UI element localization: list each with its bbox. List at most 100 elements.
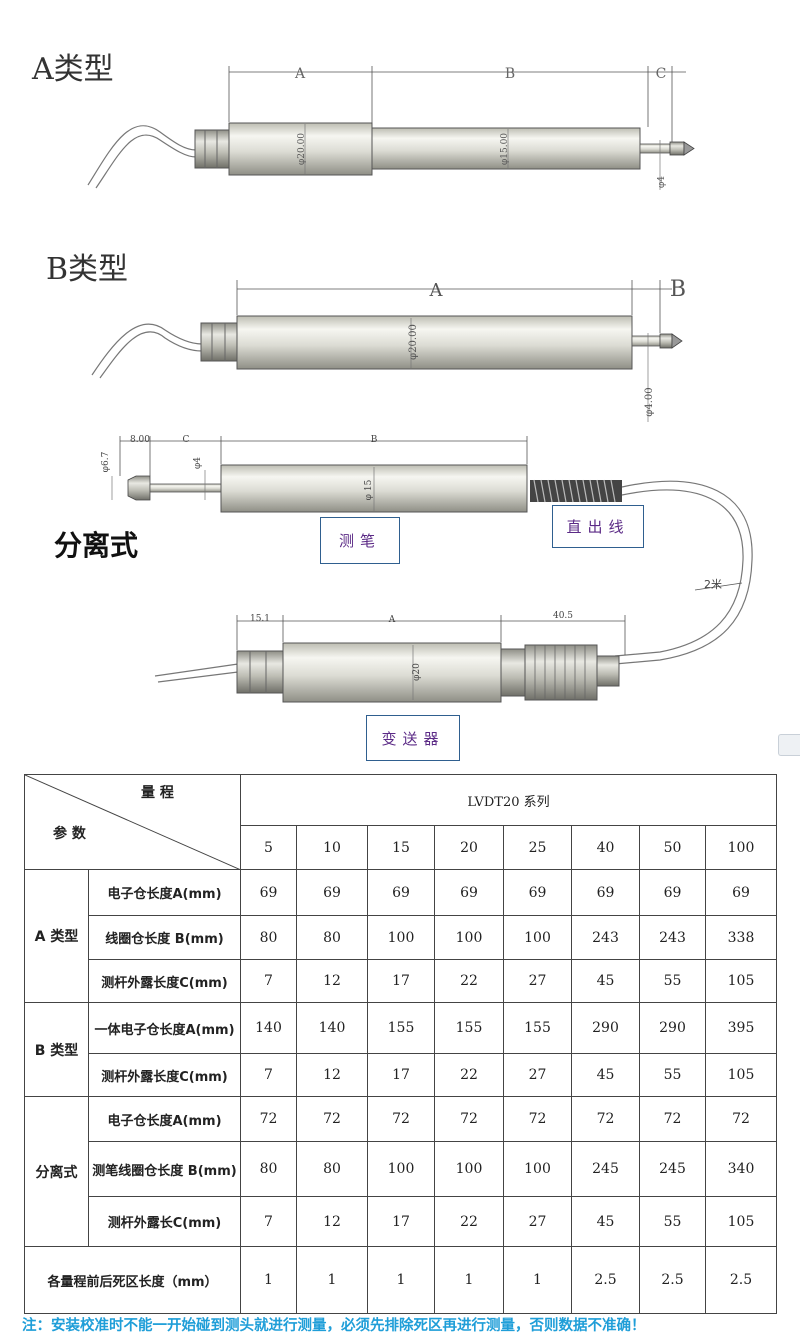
value-cell: 245 xyxy=(571,1141,640,1197)
param-label: 电子仓长度A(mm) xyxy=(88,1096,241,1142)
group-split: 分离式 xyxy=(24,1096,89,1247)
dim-t-151-label: 15.1 xyxy=(250,614,270,624)
value-cell: 340 xyxy=(705,1141,777,1197)
value-cell: 140 xyxy=(296,1002,368,1054)
value-cell: 1 xyxy=(296,1246,368,1314)
value-cell: 1 xyxy=(367,1246,435,1314)
header-range-label: 量 程 xyxy=(141,785,174,801)
spring-coil xyxy=(530,479,622,503)
value-cell: 12 xyxy=(296,959,368,1003)
range-cell: 25 xyxy=(503,825,572,870)
param-label: 测杆外露长C(mm) xyxy=(88,1196,241,1247)
value-cell: 22 xyxy=(434,1053,504,1097)
value-cell: 395 xyxy=(705,1002,777,1054)
diagonal-line xyxy=(25,775,241,870)
header-diagonal-cell: 量 程 参 数 xyxy=(24,774,241,870)
range-cell: 10 xyxy=(296,825,368,870)
value-cell: 45 xyxy=(571,959,640,1003)
param-label: 测杆外露长度C(mm) xyxy=(88,959,241,1003)
dim-p-d4-label: φ4 xyxy=(193,457,203,469)
table-row: 测笔线圈仓长度 B(mm) 80 80 100 100 100 245 245 … xyxy=(25,1141,777,1197)
dim-p-C-label: C xyxy=(183,435,190,445)
value-cell: 100 xyxy=(367,915,435,960)
dim-a-d15-label: φ15.00 xyxy=(500,133,510,165)
value-cell: 80 xyxy=(240,915,297,960)
value-cell: 290 xyxy=(639,1002,706,1054)
dim-t-d20-label: φ20 xyxy=(412,663,422,681)
value-cell: 105 xyxy=(705,959,777,1003)
value-cell: 1 xyxy=(240,1246,297,1314)
value-cell: 69 xyxy=(434,869,504,916)
value-cell: 45 xyxy=(571,1053,640,1097)
value-cell: 243 xyxy=(571,915,640,960)
spec-table: 量 程 参 数 LVDT20 系列 5 10 15 20 25 40 50 10… xyxy=(24,774,777,1314)
value-cell: 55 xyxy=(639,1196,706,1247)
value-cell: 69 xyxy=(296,869,368,916)
param-label: 测笔线圈仓长度 B(mm) xyxy=(88,1141,241,1197)
header-param-label: 参 数 xyxy=(53,826,86,842)
value-cell: 22 xyxy=(434,1196,504,1247)
value-cell: 7 xyxy=(240,959,297,1003)
value-cell: 1 xyxy=(434,1246,504,1314)
value-cell: 69 xyxy=(705,869,777,916)
value-cell: 100 xyxy=(503,915,572,960)
table-row: 线圈仓长度 B(mm) 80 80 100 100 100 243 243 33… xyxy=(25,915,777,960)
dim-b-A-label: A xyxy=(429,280,444,301)
value-cell: 105 xyxy=(705,1196,777,1247)
value-cell: 80 xyxy=(240,1141,297,1197)
table-row: 测杆外露长度C(mm) 7 12 17 22 27 45 55 105 xyxy=(25,1053,777,1097)
value-cell: 7 xyxy=(240,1053,297,1097)
value-cell: 80 xyxy=(296,915,368,960)
dim-a-A-label: A xyxy=(294,66,306,82)
table-row: B 类型 一体电子仓长度A(mm) 140 140 155 155 155 29… xyxy=(24,1002,777,1097)
value-cell: 290 xyxy=(571,1002,640,1054)
type-a-title: A类型 xyxy=(32,52,114,87)
value-cell: 100 xyxy=(367,1141,435,1197)
group-type-b: B 类型 xyxy=(24,1002,89,1097)
value-cell: 69 xyxy=(571,869,640,916)
type-a-drawing: A B C φ20.00 φ15.00 φ4 xyxy=(87,66,695,190)
probe-label-box: 测笔 xyxy=(320,517,400,564)
value-cell: 100 xyxy=(434,1141,504,1197)
dim-p-d67-label: φ6.7 xyxy=(101,451,111,472)
dim-a-d20-label: φ20.00 xyxy=(297,133,307,165)
value-cell: 17 xyxy=(367,1196,435,1247)
split-transmitter-drawing: 15.1 A 40.5 φ20 xyxy=(154,611,626,703)
table-row: 测杆外露长C(mm) 7 12 17 22 27 45 55 105 xyxy=(25,1196,777,1247)
range-cell: 20 xyxy=(434,825,504,870)
split-probe-drawing: 8.00 C B φ6.7 φ4 φ 15 2米 xyxy=(101,435,753,665)
value-cell: 72 xyxy=(296,1096,368,1142)
value-cell: 45 xyxy=(571,1196,640,1247)
type-b-drawing: A B φ20.00 φ4.00 xyxy=(91,277,686,422)
value-cell: 69 xyxy=(503,869,572,916)
value-cell: 72 xyxy=(240,1096,297,1142)
param-label: 一体电子仓长度A(mm) xyxy=(88,1002,241,1054)
value-cell: 155 xyxy=(367,1002,435,1054)
value-cell: 27 xyxy=(503,1196,572,1247)
cable-length-label: 2米 xyxy=(704,578,722,591)
direct-lead-label-box: 直出线 xyxy=(552,505,644,548)
series-header: LVDT20 系列 xyxy=(240,774,777,826)
value-cell: 245 xyxy=(639,1141,706,1197)
value-cell: 338 xyxy=(705,915,777,960)
value-cell: 140 xyxy=(240,1002,297,1054)
range-cell: 100 xyxy=(705,825,777,870)
value-cell: 100 xyxy=(503,1141,572,1197)
range-cell: 40 xyxy=(571,825,640,870)
dim-b-B-label: B xyxy=(670,277,686,302)
dim-t-A-label: A xyxy=(388,615,396,625)
type-b-title: B类型 xyxy=(46,252,129,287)
dead-zone-label: 各量程前后死区长度（mm） xyxy=(24,1246,241,1314)
value-cell: 17 xyxy=(367,959,435,1003)
value-cell: 12 xyxy=(296,1196,368,1247)
table-row: 各量程前后死区长度（mm） 1 1 1 1 1 2.5 2.5 2.5 xyxy=(24,1246,777,1314)
side-scroll-tab[interactable] xyxy=(778,734,800,756)
value-cell: 27 xyxy=(503,959,572,1003)
table-row: 测杆外露长度C(mm) 7 12 17 22 27 45 55 105 xyxy=(25,959,777,1003)
param-label: 测杆外露长度C(mm) xyxy=(88,1053,241,1097)
value-cell: 7 xyxy=(240,1196,297,1247)
dim-p-B-label: B xyxy=(371,435,378,445)
value-cell: 2.5 xyxy=(639,1246,706,1314)
value-cell: 12 xyxy=(296,1053,368,1097)
dim-b-d20-label: φ20.00 xyxy=(408,324,419,360)
